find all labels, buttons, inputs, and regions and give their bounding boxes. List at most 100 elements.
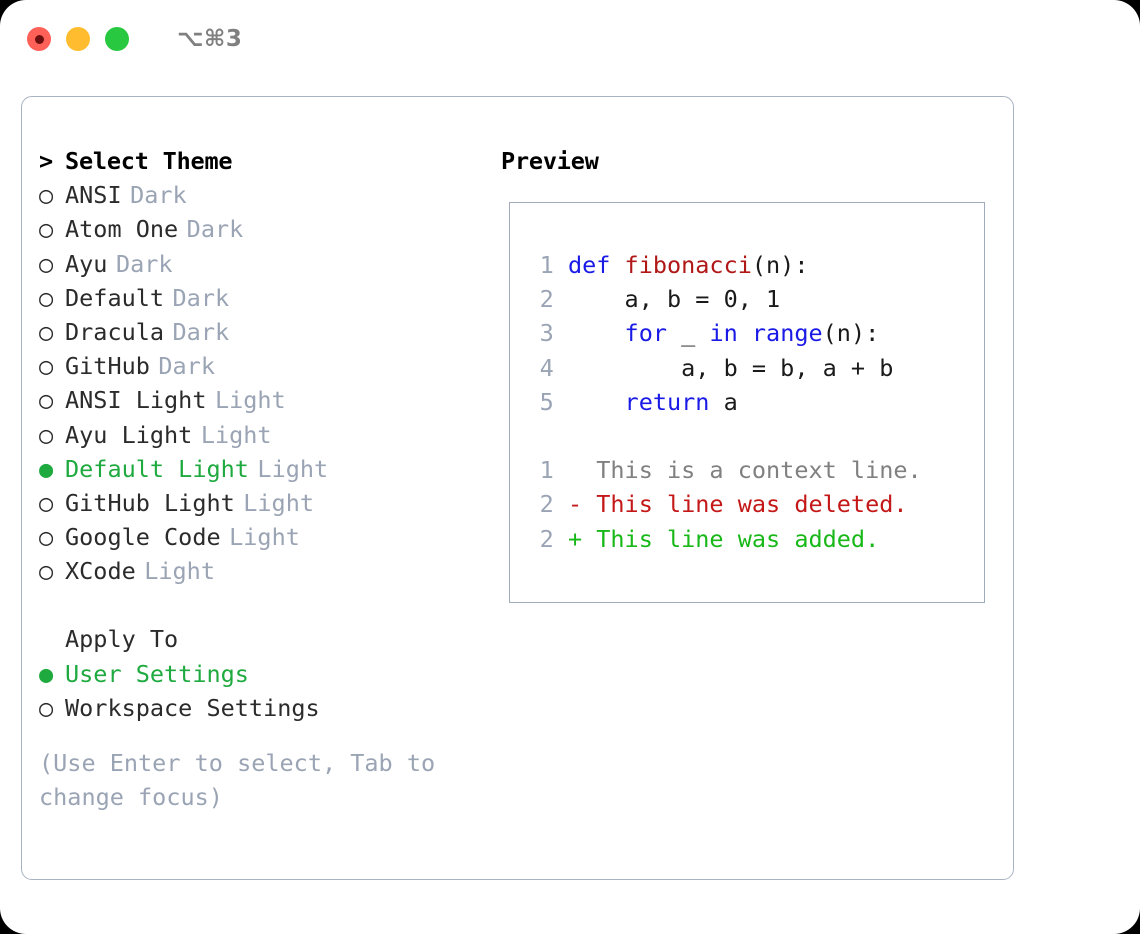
radio-selected-icon: ● [39,454,54,483]
radio-unselected-icon: ○ [39,420,54,449]
theme-variant-tag: Light [229,523,300,552]
theme-name: GitHub [65,352,150,381]
diff-line-number: 2 [539,490,554,519]
diff-line: 2 + This line was added. [534,522,922,556]
code-token: (n): [751,251,809,279]
theme-name: Ayu Light [65,420,193,449]
prompt-caret-icon: > [39,147,53,175]
code-line: 3 for _ in range(n): [534,316,922,350]
diff-line: 1 This is a context line. [534,453,922,487]
list-spacer [39,591,489,625]
code-token: for [624,319,667,348]
radio-unselected-icon: ○ [39,557,54,586]
theme-name: GitHub Light [65,488,235,517]
code-line: 4 a, b = b, a + b [534,351,922,385]
code-token: _ [667,319,710,348]
radio-unselected-icon: ○ [39,488,54,517]
apply-to-heading: ○Apply To [39,625,489,659]
theme-name: Google Code [65,523,221,552]
theme-variant-tag: Dark [115,249,173,278]
code-token: a [709,387,738,416]
code-line-number: 2 [539,285,554,314]
code-token: a, b = b, a + b [567,353,894,382]
radio-unselected-icon: ○ [39,283,54,312]
theme-list-item[interactable]: ○ XCode Light [39,557,489,591]
diff-line-number: 2 [539,524,554,553]
window-titlebar: ⌥⌘3 [0,0,1140,78]
code-token: return [624,387,710,416]
code-line-number: 1 [539,251,554,279]
diff-line-text: This is a context line. [567,456,922,485]
close-button[interactable] [27,27,51,51]
radio-unselected-icon: ○ [39,352,54,381]
code-token [568,319,625,347]
theme-name: Ayu [65,249,108,278]
diff-line-text: - This line was deleted. [567,490,908,519]
code-line-number: 4 [539,353,554,382]
radio-unselected-icon: ○ [39,181,54,210]
theme-variant-tag: Dark [172,317,230,346]
code-token: in [709,319,738,348]
apply-to-option-label: Workspace Settings [65,693,320,722]
theme-variant-tag: Light [214,386,286,415]
preview-title: Preview [501,147,599,175]
theme-name: ANSI Light [65,386,207,415]
theme-name: Atom One [65,215,179,244]
radio-unselected-icon: ○ [39,523,54,552]
apply-to-option[interactable]: ● User Settings [39,660,489,694]
code-token: fibonacci [624,251,752,279]
theme-variant-tag: Dark [172,283,230,312]
code-line-number: 5 [539,387,554,416]
radio-unselected-icon: ○ [39,386,54,415]
code-line: 2 a, b = 0, 1 [534,282,922,316]
theme-variant-tag: Dark [158,352,215,381]
theme-name: Dracula [65,317,165,346]
theme-variant-tag: Light [243,488,315,517]
keyboard-shortcut-label: ⌥⌘3 [177,26,243,52]
apply-to-option-label: User Settings [65,659,249,688]
minimize-button[interactable] [66,27,90,51]
diff-line-text: + This line was added. [567,524,880,553]
apply-to-label: Apply To [65,625,179,654]
theme-variant-tag: Light [144,557,215,586]
select-theme-header: > Select Theme [39,147,489,181]
code-token: a, b = 0, 1 [567,285,781,314]
select-theme-title: Select Theme [65,147,233,175]
maximize-button[interactable] [105,27,129,51]
code-line: 5 return a [534,385,922,419]
theme-list-item[interactable]: ○ Google Code Light [39,523,489,557]
code-line: 1 def fibonacci(n): [534,248,922,282]
keyboard-hint-text: (Use Enter to select, Tab to change focu… [39,749,436,812]
code-token: def [567,251,625,279]
radio-selected-icon: ● [39,659,54,688]
code-line-number: 3 [539,319,554,348]
code-token: (n): [822,319,880,348]
apply-to-option-list: ● User Settings ○Workspace Settings [39,660,489,728]
theme-list-item[interactable]: ○ GitHub Light Light [39,489,489,523]
code-token: range [751,319,823,348]
code-blank-line [534,419,922,453]
radio-unselected-icon: ○ [39,317,54,346]
apply-to-option[interactable]: ○Workspace Settings [39,694,489,728]
theme-list-item[interactable]: ○ GitHub Dark [39,352,489,386]
radio-unselected-icon: ○ [39,249,54,278]
theme-variant-tag: Light [200,420,272,449]
theme-name: XCode [65,557,136,586]
code-token [738,319,752,347]
theme-name: Default Light [65,454,249,483]
diff-line: 2 - This line was deleted. [534,487,922,521]
